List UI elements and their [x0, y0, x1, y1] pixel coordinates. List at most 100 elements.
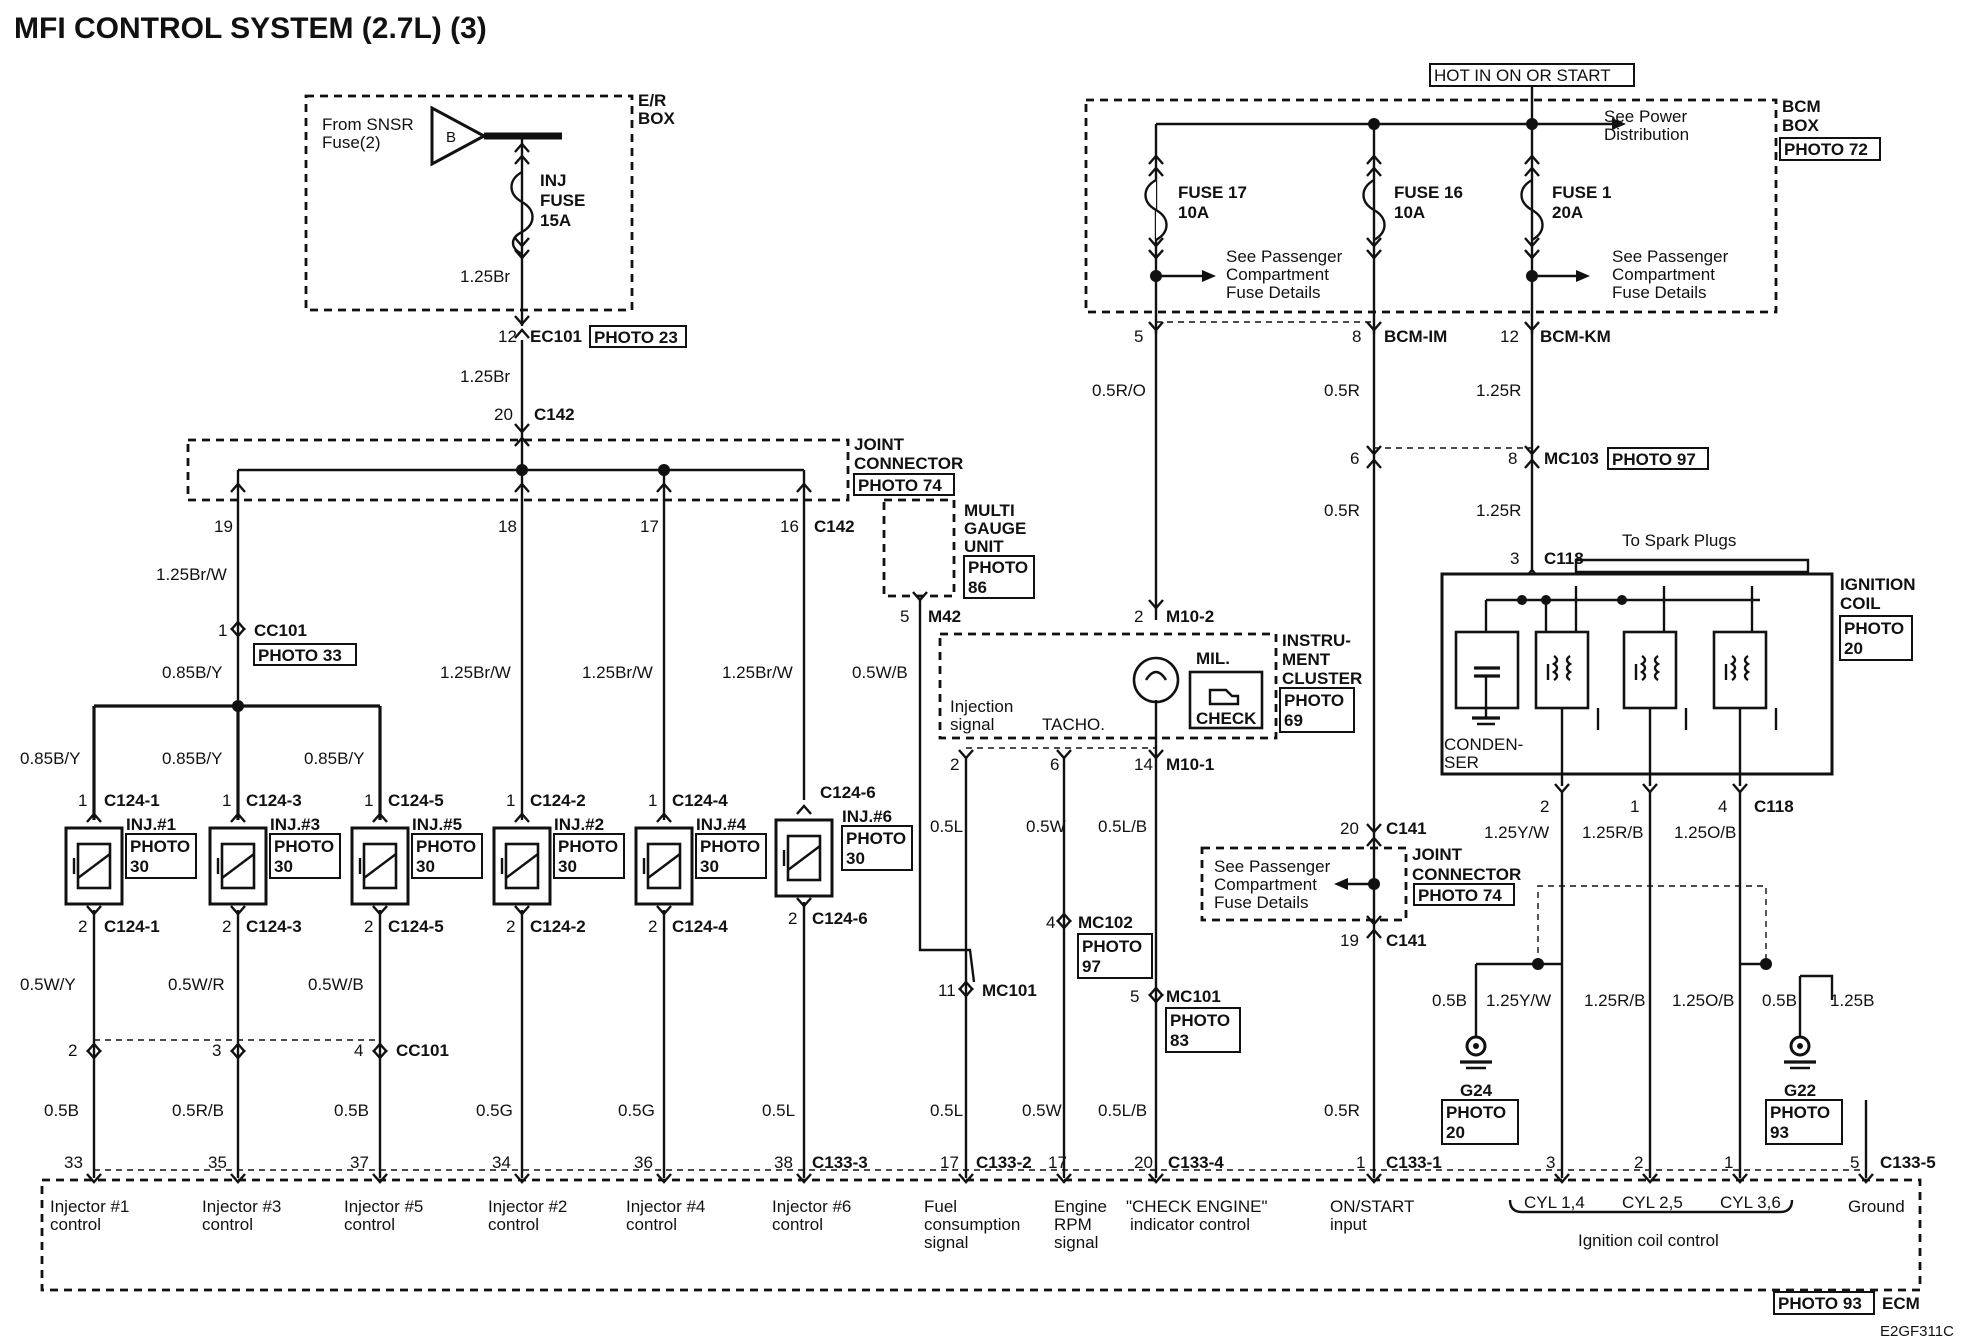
svg-text:MIL.: MIL.	[1196, 649, 1230, 668]
svg-text:PHOTO: PHOTO	[1284, 691, 1344, 710]
svg-text:indicator control: indicator control	[1130, 1215, 1250, 1234]
connector-c118: C118	[1544, 549, 1584, 568]
photo-ref: PHOTO 93	[1778, 1294, 1862, 1313]
connector-cc101: CC101	[396, 1041, 449, 1060]
svg-text:CLUSTER: CLUSTER	[1282, 669, 1362, 688]
svg-text:Injector #6: Injector #6	[772, 1197, 851, 1216]
svg-text:signal: signal	[924, 1233, 968, 1252]
fuse-icon	[1520, 178, 1544, 242]
instrument-cluster	[938, 632, 1278, 740]
fuse-feed-arrow-icon	[430, 105, 488, 167]
svg-text:control: control	[488, 1215, 539, 1234]
svg-text:FUSE 1: FUSE 1	[1552, 183, 1612, 202]
pin-number: 19	[214, 517, 233, 536]
svg-text:JOINT: JOINT	[1412, 845, 1463, 864]
injector-5: 1 C124-5 INJ.#5 PHOTO 30 2 C124-5	[350, 791, 483, 936]
svg-text:Distribution: Distribution	[1604, 125, 1689, 144]
svg-text:C133-5: C133-5	[1880, 1153, 1936, 1172]
svg-text:control: control	[202, 1215, 253, 1234]
svg-text:IGNITION: IGNITION	[1840, 575, 1916, 594]
svg-text:signal: signal	[1054, 1233, 1098, 1252]
svg-text:34: 34	[492, 1153, 511, 1172]
connector-c141: C141	[1386, 931, 1427, 950]
wire-label: 0.5L	[762, 1101, 795, 1120]
svg-text:10A: 10A	[1178, 203, 1209, 222]
svg-text:INJ.#6: INJ.#6	[842, 807, 892, 826]
svg-text:COIL: COIL	[1840, 594, 1881, 613]
connector-label: C124-6	[820, 783, 876, 802]
hot-label: HOT IN ON OR START	[1434, 66, 1611, 85]
svg-text:ON/START: ON/START	[1330, 1197, 1414, 1216]
svg-text:PHOTO: PHOTO	[274, 837, 334, 856]
svg-text:PHOTO: PHOTO	[416, 837, 476, 856]
joint-connector-c141	[1200, 846, 1408, 922]
pin-number: 5	[1134, 327, 1143, 346]
wire-label: 1.25Br	[460, 267, 510, 286]
ecm-pins: 33 35 37 34 36 38 C133-3 17 C133-2 17 20…	[64, 1153, 1936, 1184]
svg-text:control: control	[772, 1215, 823, 1234]
wire-label: 1.25O/B	[1674, 823, 1736, 842]
svg-text:control: control	[344, 1215, 395, 1234]
pin-number: 8	[1352, 327, 1361, 346]
svg-text:SER: SER	[1444, 753, 1479, 772]
wire-label: 0.5L	[930, 817, 963, 836]
svg-text:input: input	[1330, 1215, 1367, 1234]
connector-label: C124-2	[530, 791, 586, 810]
svg-text:2: 2	[222, 917, 231, 936]
wire-label: 0.5W	[1022, 1101, 1062, 1120]
inj-fuse-label: INJ	[540, 171, 566, 190]
wire-label: 0.5B	[1432, 991, 1467, 1010]
connector-c141: C141	[1386, 819, 1427, 838]
svg-text:PHOTO: PHOTO	[968, 558, 1028, 577]
svg-text:3: 3	[1546, 1153, 1555, 1172]
wire-label: 0.5R	[1324, 1101, 1360, 1120]
fuse-icon	[1362, 178, 1386, 242]
wire-label: 0.85B/Y	[304, 749, 365, 768]
connector-mc101: MC101	[982, 981, 1037, 1000]
pin-number: 3	[1510, 549, 1519, 568]
svg-text:20: 20	[1844, 639, 1863, 658]
check-engine-icon	[1208, 688, 1240, 706]
svg-text:20: 20	[1134, 1153, 1153, 1172]
connector-c142: C142	[814, 517, 855, 536]
pin-number: 2	[68, 1041, 77, 1060]
svg-text:1: 1	[364, 791, 373, 810]
svg-text:Fuse Details: Fuse Details	[1214, 893, 1308, 912]
pin-number: 19	[1340, 931, 1359, 950]
joint-label-2: CONNECTOR	[854, 454, 963, 473]
svg-text:69: 69	[1284, 711, 1303, 730]
photo-ref: PHOTO 74	[1418, 886, 1502, 905]
svg-text:Fuse Details: Fuse Details	[1612, 283, 1706, 302]
svg-text:C133-3: C133-3	[812, 1153, 868, 1172]
svg-text:1: 1	[648, 791, 657, 810]
ignition-coil-3-icon	[1712, 630, 1768, 710]
pin-number: 5	[900, 607, 909, 626]
injector-2: 1 C124-2 INJ.#2 PHOTO 30 2 C124-2	[492, 791, 625, 936]
svg-text:30: 30	[130, 857, 149, 876]
wire-label: 0.5B	[334, 1101, 369, 1120]
svg-text:PHOTO: PHOTO	[1844, 619, 1904, 638]
connector-label: C124-3	[246, 791, 302, 810]
svg-text:C133-2: C133-2	[976, 1153, 1032, 1172]
svg-text:2: 2	[364, 917, 373, 936]
wire-label: 0.5R	[1324, 381, 1360, 400]
fuse-1: FUSE 1 20A See Passenger Compartment Fus…	[1520, 124, 1729, 334]
svg-text:20A: 20A	[1552, 203, 1583, 222]
wire-label: 1.25R	[1476, 381, 1521, 400]
svg-text:C133-1: C133-1	[1386, 1153, 1442, 1172]
connector-label: C124-1	[104, 917, 160, 936]
connector-mc101: MC101	[1166, 987, 1221, 1006]
connector-bcm-km: BCM-KM	[1540, 327, 1611, 346]
svg-text:"CHECK ENGINE": "CHECK ENGINE"	[1126, 1197, 1267, 1216]
svg-text:Compartment: Compartment	[1226, 265, 1329, 284]
inj-fuse-label-2: FUSE	[540, 191, 585, 210]
pin-number: 5	[1130, 987, 1139, 1006]
wire-label: 1.25R	[1476, 501, 1521, 520]
feed-letter: B	[446, 129, 456, 146]
svg-text:C133-4: C133-4	[1168, 1153, 1224, 1172]
svg-text:PHOTO: PHOTO	[1446, 1103, 1506, 1122]
svg-text:33: 33	[64, 1153, 83, 1172]
injector-4: 1 C124-4 INJ.#4 PHOTO 30 2 C124-4	[634, 791, 767, 936]
wire-label: 0.5B	[44, 1101, 79, 1120]
svg-text:CYL 1,4: CYL 1,4	[1524, 1193, 1585, 1212]
